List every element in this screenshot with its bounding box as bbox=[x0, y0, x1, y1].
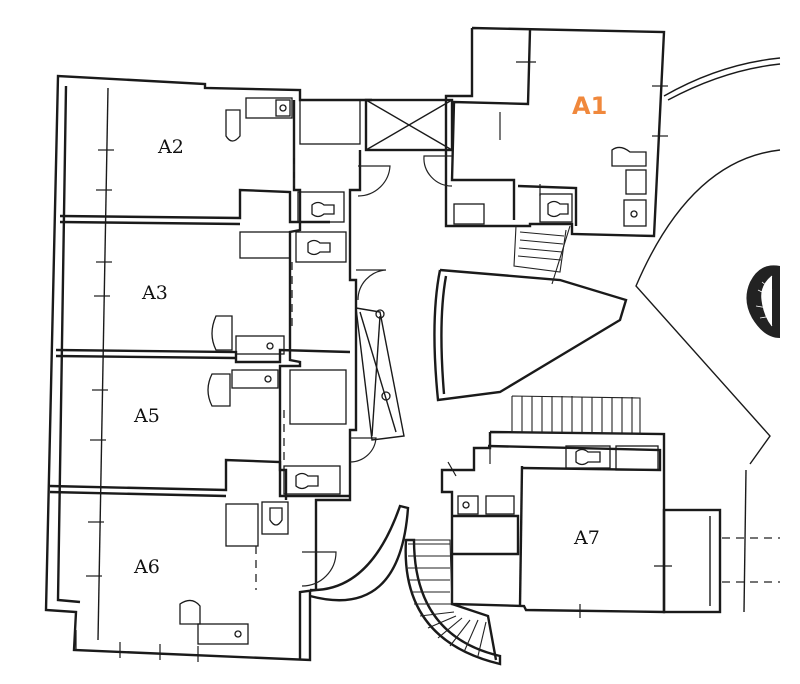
door-a5 bbox=[349, 437, 377, 463]
unit-label-a5: A5 bbox=[133, 405, 160, 427]
a7-block bbox=[404, 395, 780, 661]
a7-window-ticks bbox=[447, 461, 672, 618]
a7-burner bbox=[462, 501, 470, 509]
plaza-line-lower bbox=[743, 469, 747, 613]
shower-a6 bbox=[225, 503, 259, 547]
a1-block bbox=[423, 26, 668, 285]
wc-a6 bbox=[261, 501, 289, 535]
skylight-diag-1 bbox=[359, 311, 397, 433]
plaza-curve-outer-2 bbox=[667, 63, 781, 101]
left-inner-wall bbox=[56, 85, 81, 604]
wc-a3 bbox=[295, 231, 347, 263]
unit-label-a6: A6 bbox=[133, 556, 160, 578]
tree-icon bbox=[746, 265, 780, 338]
lower-right-curve bbox=[404, 538, 502, 666]
divider-a5-a6 bbox=[49, 458, 350, 498]
divider-a3-a5 bbox=[55, 348, 351, 364]
burner-a3 bbox=[266, 342, 274, 350]
lower-curve-wall bbox=[309, 504, 410, 602]
a7-shower bbox=[615, 445, 659, 471]
corridor-curve-wall bbox=[433, 268, 628, 402]
a1-outer bbox=[444, 26, 666, 238]
kitchen-a3 bbox=[235, 335, 285, 355]
divider-a2-a3b bbox=[59, 220, 241, 226]
a7-outer bbox=[440, 430, 666, 614]
a1-shower bbox=[453, 203, 485, 225]
bridge-cross-2 bbox=[365, 99, 453, 151]
toilet-a6 bbox=[269, 507, 283, 526]
unit-label-a7: A7 bbox=[573, 527, 600, 549]
unit-label-a2: A2 bbox=[157, 136, 184, 158]
skylight-diag-2 bbox=[371, 315, 381, 437]
skylight-node-bottom bbox=[381, 391, 391, 401]
toilet-a5 bbox=[295, 472, 319, 490]
divider-a2-a3 bbox=[59, 188, 330, 224]
corridor-curve-inner bbox=[440, 275, 448, 395]
a7-upper-stair bbox=[511, 395, 641, 435]
a1-bath-wall bbox=[517, 184, 578, 226]
left-corridor-wall bbox=[298, 150, 362, 660]
skylight-node-top bbox=[375, 309, 385, 319]
left-service-wall bbox=[278, 100, 302, 500]
a1-door bbox=[423, 155, 453, 187]
door-a3 bbox=[356, 269, 387, 301]
left-outer-wall bbox=[44, 74, 372, 662]
bridge bbox=[364, 98, 454, 152]
a7-top-div bbox=[487, 444, 662, 472]
door-a2 bbox=[357, 165, 391, 197]
burner-a6 bbox=[234, 630, 242, 638]
window-ticks-left bbox=[75, 149, 199, 662]
sink-a5 bbox=[207, 373, 231, 407]
a1-window-ticks bbox=[516, 61, 668, 196]
toilet-a2 bbox=[311, 201, 335, 218]
left-block bbox=[44, 74, 391, 662]
bath-a2 bbox=[299, 99, 361, 145]
sink-a6 bbox=[179, 599, 201, 625]
a1-toilet bbox=[547, 200, 569, 218]
burner-a2 bbox=[279, 104, 287, 112]
unit-label-a3: A3 bbox=[141, 282, 168, 304]
a1-stair bbox=[513, 225, 571, 285]
kitchen-a2 bbox=[245, 97, 293, 119]
a7-lower-stair bbox=[404, 539, 498, 661]
wc-a2 bbox=[297, 191, 345, 223]
divider-a5-a6b bbox=[49, 490, 227, 498]
plaza-curve-outer bbox=[663, 57, 781, 97]
a7-kitchen bbox=[485, 495, 515, 515]
corridor bbox=[309, 98, 628, 666]
a7-stove bbox=[457, 495, 479, 515]
a1-kitchen bbox=[623, 199, 647, 227]
bath-a5 bbox=[289, 369, 347, 425]
sink-a3 bbox=[211, 315, 233, 351]
sink-a2 bbox=[225, 109, 241, 142]
a1-wc bbox=[539, 193, 573, 223]
a7-toilet bbox=[575, 448, 601, 466]
toilet-a3 bbox=[307, 239, 331, 256]
wc-a5 bbox=[283, 465, 341, 495]
stove-a2 bbox=[275, 99, 291, 117]
a7-inner-div bbox=[518, 465, 524, 607]
a1-sink bbox=[611, 146, 647, 167]
a1-stove bbox=[625, 169, 647, 195]
a1-burner bbox=[630, 210, 638, 218]
skylight bbox=[355, 307, 405, 441]
a7-kitchen-wall bbox=[452, 514, 520, 556]
balcony-line bbox=[97, 87, 109, 641]
plaza-circle bbox=[635, 149, 781, 465]
plaza bbox=[635, 57, 781, 613]
unit-label-a1: A1 bbox=[572, 92, 607, 120]
door-a6 bbox=[301, 551, 337, 587]
divider-a3-a5b bbox=[55, 354, 237, 360]
kitchen-a6 bbox=[197, 623, 249, 645]
burner-a5 bbox=[264, 375, 272, 383]
a7-balcony bbox=[662, 508, 722, 614]
kitchen-a5 bbox=[231, 369, 279, 389]
a7-wc bbox=[565, 445, 611, 469]
shower-a3 bbox=[239, 231, 291, 259]
a1-inner-div bbox=[450, 29, 532, 220]
